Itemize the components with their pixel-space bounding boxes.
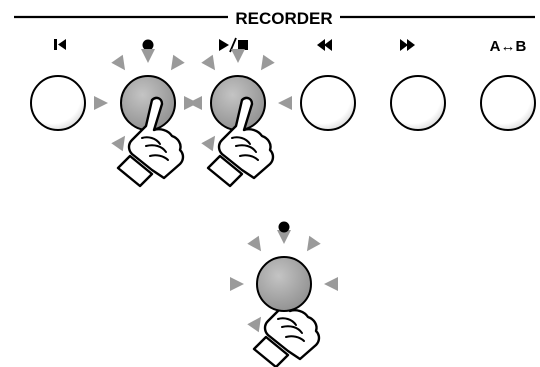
detail-record-ray-4	[307, 236, 321, 251]
play-stop-ray-3	[231, 49, 245, 63]
record-ray-4	[171, 55, 185, 70]
a-b-repeat-label: A↔B	[490, 38, 527, 55]
skip-to-start-icon	[54, 39, 66, 50]
fast-forward-icon	[400, 39, 415, 51]
detail-record-dot-icon	[279, 222, 290, 233]
detail-record-ray-5	[247, 317, 261, 332]
play-stop-ray-0	[184, 96, 198, 110]
button-a-b-repeat[interactable]	[481, 76, 535, 130]
detail-record-ray-0	[230, 277, 244, 291]
button-fast-forward[interactable]	[391, 76, 445, 130]
detail-button-record[interactable]	[257, 257, 311, 311]
play-stop-ray-4	[261, 55, 275, 70]
recorder-title: RECORDER	[235, 9, 332, 28]
record-ray-3	[141, 49, 155, 63]
play-stop-ray-1	[278, 96, 292, 110]
button-rewind[interactable]	[301, 76, 355, 130]
play-stop-ray-2	[201, 55, 215, 70]
record-ray-5	[111, 136, 125, 151]
rewind-icon	[317, 39, 332, 51]
record-ray-2	[111, 55, 125, 70]
play-stop-ray-5	[201, 136, 215, 151]
record-dot-icon	[143, 40, 154, 51]
record-ray-0	[94, 96, 108, 110]
detail-record-ray-1	[324, 277, 338, 291]
detail-record-ray-2	[247, 236, 261, 251]
button-start[interactable]	[31, 76, 85, 130]
